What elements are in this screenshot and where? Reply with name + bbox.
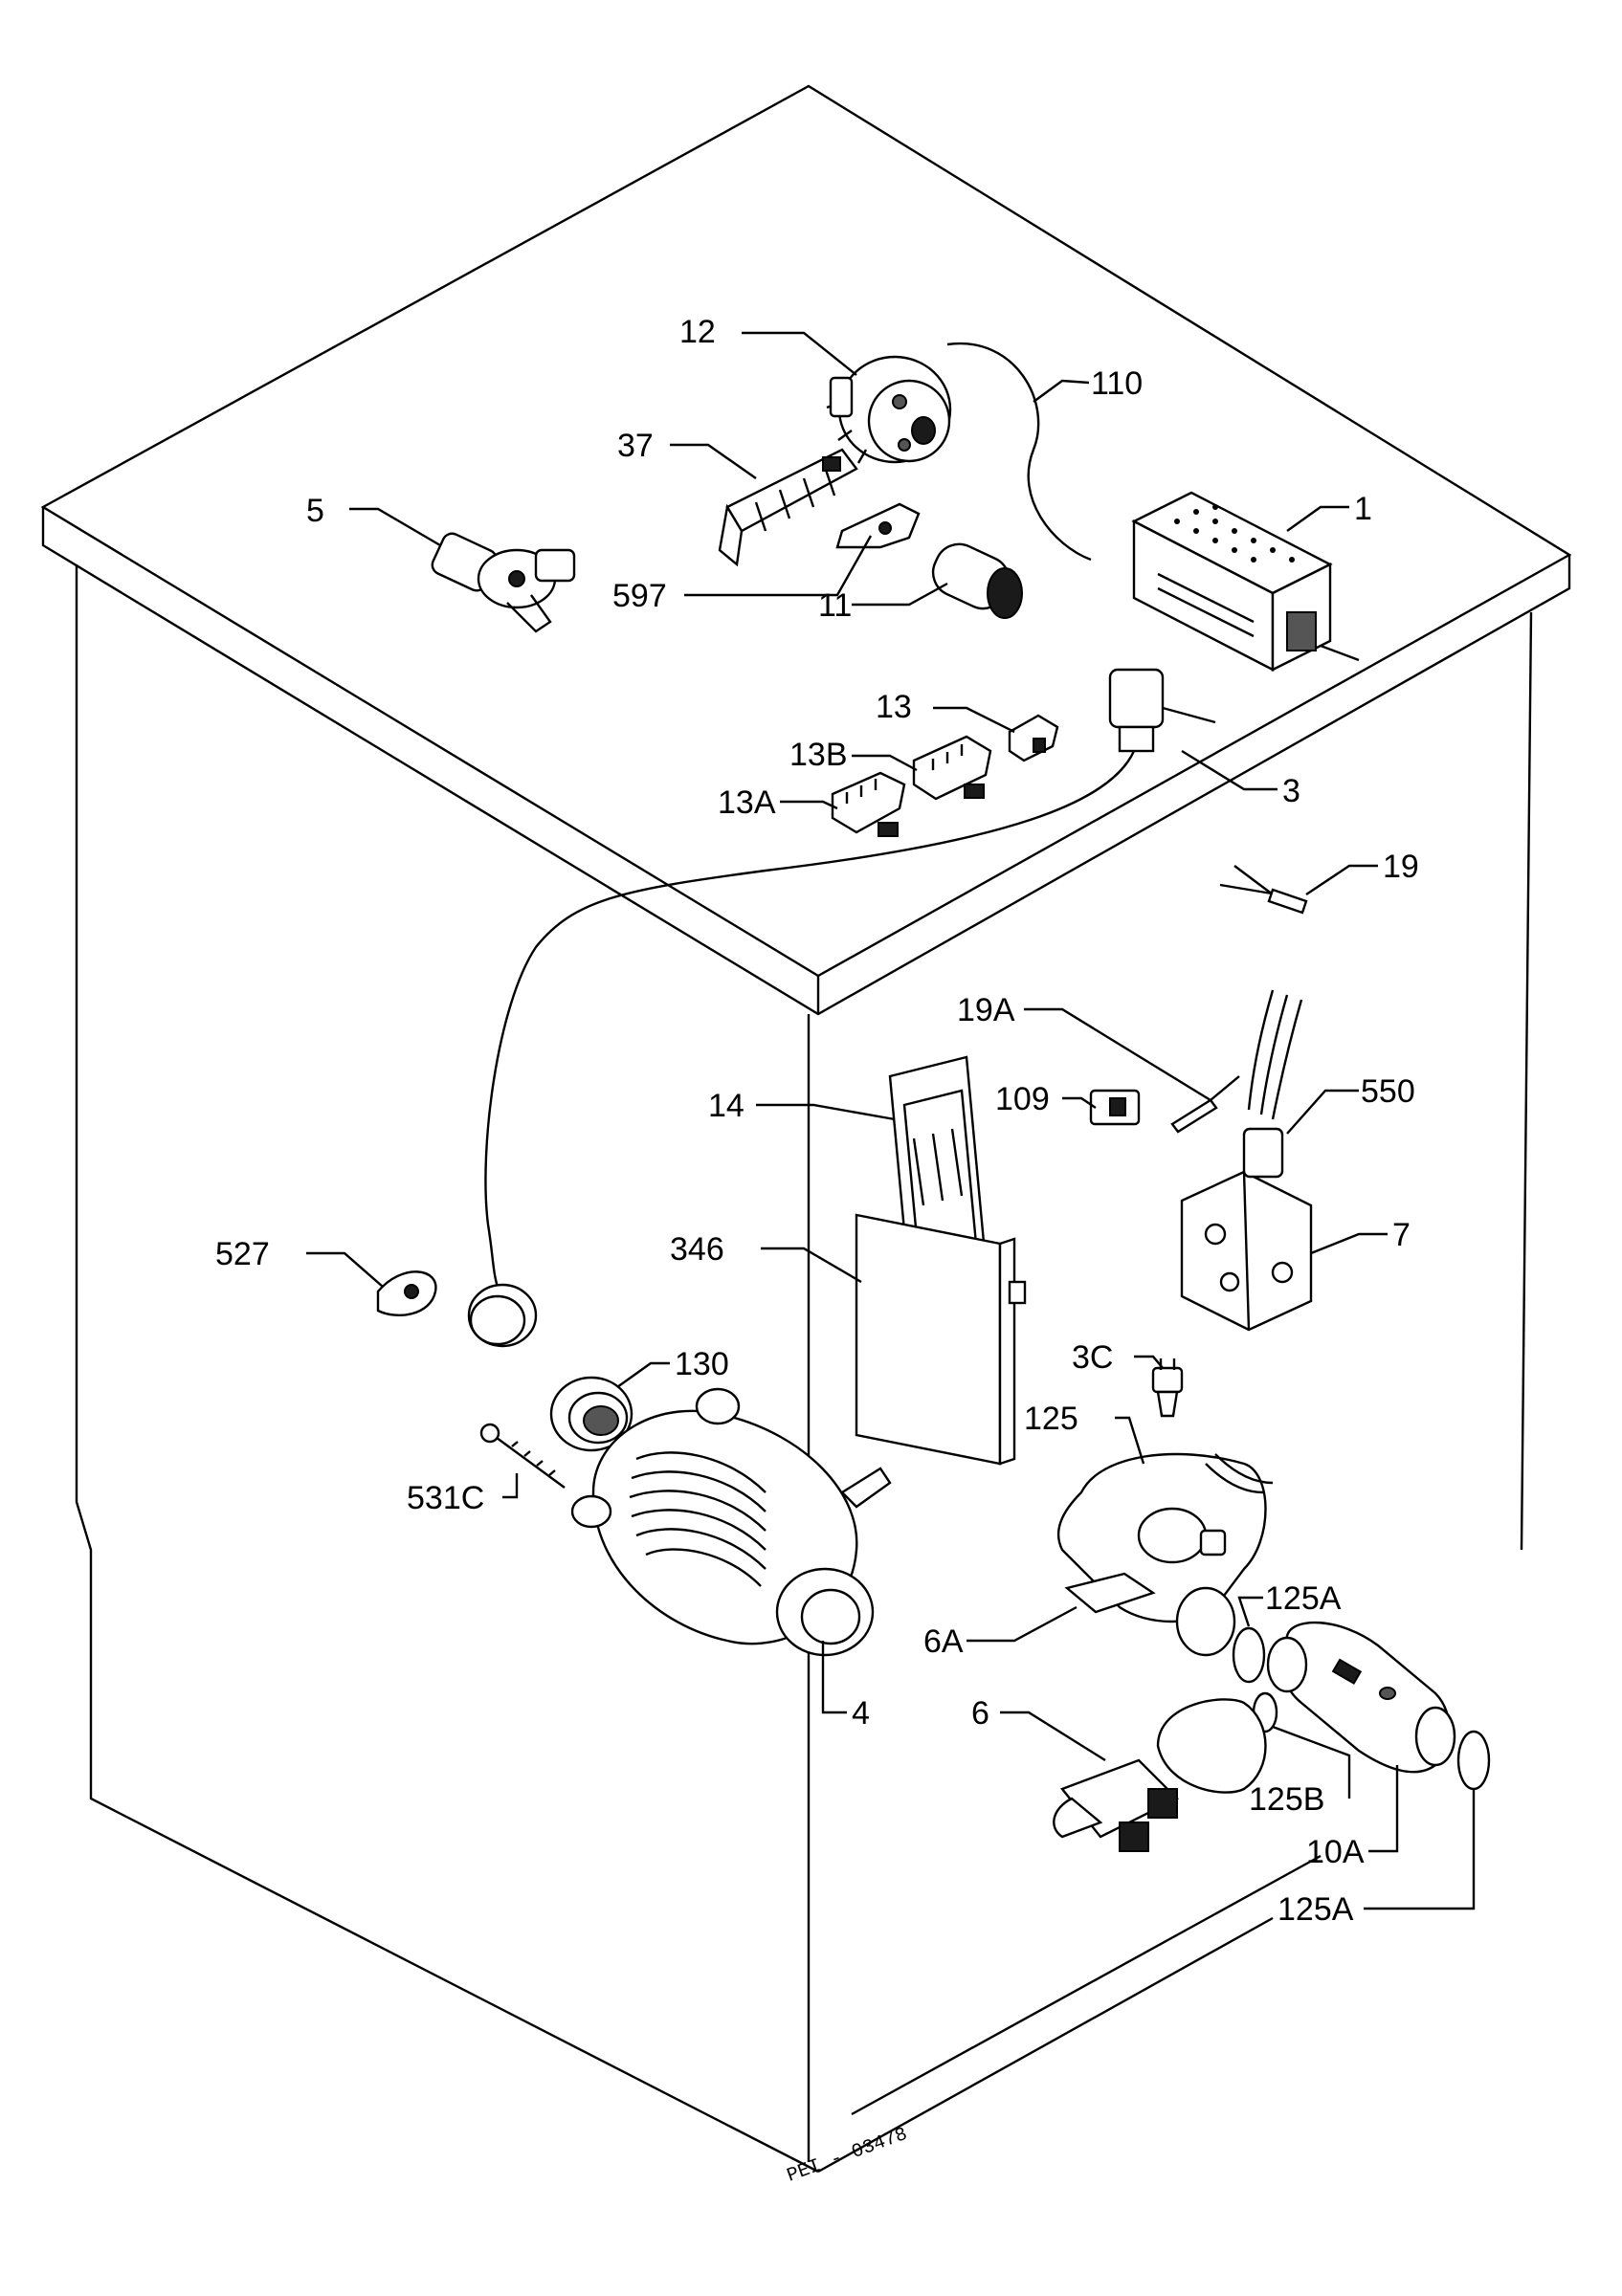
leader-lines [306, 331, 1476, 1910]
part-19a-sensor [1170, 1075, 1240, 1134]
part-4-drain-pump [570, 1387, 892, 1657]
label-1: 1 [1354, 491, 1372, 527]
label-130: 130 [675, 1346, 729, 1382]
part-130-grommet [549, 1376, 633, 1452]
part-597-bracket [835, 502, 921, 549]
label-346: 346 [670, 1231, 724, 1268]
label-7: 7 [1392, 1217, 1411, 1253]
drawing-code: PEI - 03478 [785, 2124, 911, 2188]
label-110: 110 [1091, 365, 1143, 402]
label-109: 109 [995, 1081, 1050, 1117]
label-531c: 531C [407, 1480, 484, 1516]
part-527-clip [376, 1270, 437, 1317]
part-3-pressure-switch [467, 668, 1216, 1348]
label-125b: 125B [1249, 1781, 1324, 1818]
label-13: 13 [876, 689, 912, 725]
label-125a-upper: 125A [1265, 1580, 1342, 1617]
label-597: 597 [612, 578, 667, 614]
part-13a-switch [831, 771, 906, 837]
label-11: 11 [818, 587, 852, 624]
part-12-timer-dial [826, 355, 952, 464]
label-10a: 10A [1306, 1834, 1365, 1870]
part-109-connector [1089, 1089, 1141, 1126]
part-10a-pipe-fitting [1266, 1621, 1456, 1774]
part-1-programmer [1131, 491, 1360, 672]
label-527: 527 [215, 1236, 270, 1272]
part-531c-screw [479, 1423, 566, 1489]
part-5-switch [431, 532, 576, 633]
part-19-sensor [1219, 865, 1308, 915]
part-7-door-lock [1180, 1127, 1313, 1332]
part-125a-o-ring-lower [1456, 1730, 1491, 1791]
part-346-housing [855, 1213, 1027, 1466]
part-37-terminal-strip [718, 448, 858, 567]
label-14: 14 [708, 1088, 744, 1124]
label-13a: 13A [718, 784, 776, 821]
part-13b-switch [912, 735, 992, 801]
label-5: 5 [306, 493, 324, 529]
part-110-cable [946, 342, 1092, 562]
label-125: 125 [1024, 1401, 1078, 1437]
part-6-pump [1053, 1529, 1267, 1852]
part-550-wires [1247, 989, 1303, 1120]
part-11-capacitor [931, 542, 1023, 619]
part-125a-o-ring-upper [1232, 1626, 1266, 1684]
label-19: 19 [1383, 849, 1419, 885]
part-3c-connector [1151, 1358, 1184, 1418]
label-3c: 3C [1072, 1339, 1113, 1376]
part-13-switch [1008, 714, 1059, 762]
label-6a: 6A [923, 1623, 964, 1660]
label-125a-lower: 125A [1278, 1891, 1354, 1928]
part-6a-pump-body [1056, 1452, 1274, 1657]
label-12: 12 [679, 314, 716, 350]
label-37: 37 [617, 428, 654, 464]
label-4: 4 [852, 1695, 870, 1732]
label-19a: 19A [957, 992, 1015, 1028]
label-550: 550 [1361, 1073, 1415, 1110]
label-3: 3 [1282, 773, 1300, 809]
label-6: 6 [971, 1695, 989, 1732]
label-13b: 13B [789, 737, 848, 773]
